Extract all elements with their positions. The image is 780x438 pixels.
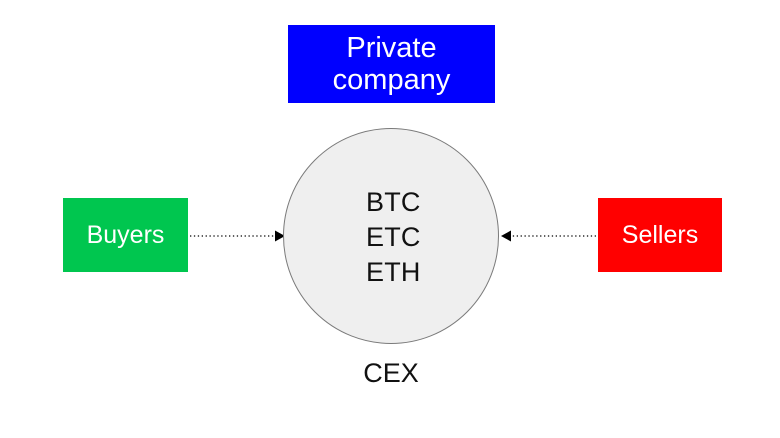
edge-sellers-to-cex	[501, 230, 596, 242]
node-cex-caption: CEX	[363, 358, 419, 388]
node-buyers-label: Buyers	[86, 221, 165, 249]
node-private-company-label-line1: Private	[346, 31, 437, 64]
cex-asset-eth: ETH	[366, 257, 421, 288]
node-cex-exchange[interactable]	[283, 128, 499, 344]
node-private-company-label-line2: company	[332, 64, 451, 96]
node-private-company[interactable]: Private company	[288, 25, 495, 103]
cex-asset-list: BTC ETC ETH	[366, 185, 421, 290]
node-buyers[interactable]: Buyers	[63, 198, 188, 272]
edge-buyers-to-cex	[190, 230, 285, 242]
node-sellers-label: Sellers	[621, 221, 699, 249]
cex-asset-btc: BTC	[366, 187, 421, 217]
cex-asset-etc: ETC	[366, 222, 421, 253]
node-sellers[interactable]: Sellers	[598, 198, 722, 272]
